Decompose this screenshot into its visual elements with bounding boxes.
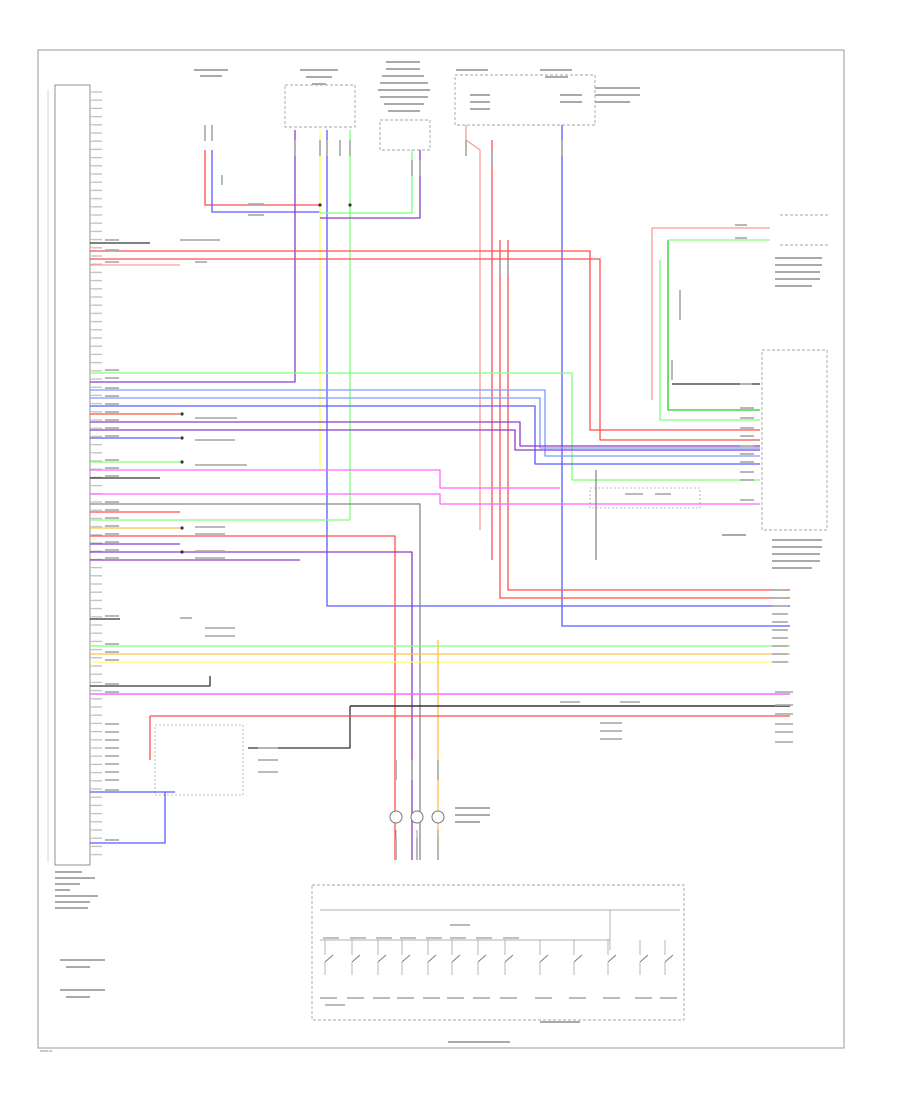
wire-gray-row (90, 503, 421, 860)
main-module-caption (55, 871, 98, 909)
wire-violet-row-4 (90, 551, 413, 860)
wire-blue-top (211, 150, 320, 213)
wire-labels (105, 125, 793, 860)
wire-mag-row-1 (90, 469, 560, 489)
figure-code: W00141 (40, 1049, 53, 1053)
wire-black-row-4 (90, 676, 211, 687)
right-module-box (761, 349, 828, 531)
top-component-left (194, 69, 228, 77)
wire-violet-row-1 (90, 421, 760, 447)
top-component-4-label (456, 69, 640, 110)
top-component-3-label (378, 61, 430, 112)
splice-dot (180, 412, 184, 416)
top-component-box-3 (379, 119, 431, 151)
wire-red-3 (499, 240, 790, 599)
splice-dot (348, 203, 352, 207)
wire-lblue-row-2 (90, 397, 760, 449)
notes-legend (60, 959, 105, 998)
splice-dot (180, 526, 184, 530)
splice-dot (318, 203, 322, 207)
wire-red-4 (507, 240, 790, 591)
bottom-component-box (311, 884, 685, 1021)
wire-red-row-6 (90, 535, 396, 860)
wire-green-row-1 (90, 372, 760, 481)
wire-green-right-2 (667, 240, 760, 411)
wire-blue-row-5 (90, 792, 166, 844)
wire-green-right-1 (659, 260, 760, 421)
right-module-label (722, 534, 822, 569)
wire-black-bus-drop (248, 706, 351, 749)
connector-group-bottom (389, 807, 490, 824)
wire-violet-1 (90, 130, 296, 383)
wire-blue-3 (561, 125, 790, 627)
splice-dot (180, 436, 184, 440)
splice-dot (180, 460, 184, 464)
splice-dot (180, 550, 184, 554)
wire-violet-row-2 (90, 429, 760, 451)
bottom-switch-array (320, 909, 680, 1006)
bottom-component-label (448, 1021, 580, 1043)
top-component-box-4 (454, 74, 596, 126)
wire-mag-row-2 (90, 493, 760, 505)
wire-lblue-row-1 (90, 389, 760, 457)
main-module-pin-ticks (47, 90, 102, 862)
wire-red-row-2 (90, 258, 760, 441)
wire-blue-2 (326, 130, 790, 607)
wire-blue-row-1 (90, 405, 760, 465)
wire-red-top (204, 150, 320, 206)
right-component-1 (775, 214, 830, 287)
wire-harness (90, 125, 790, 860)
main-module-box (54, 84, 91, 866)
diagram-frame (37, 49, 845, 1049)
top-component-2-label (300, 69, 338, 85)
wire-red-row-1 (90, 250, 760, 431)
wire-pink-top (465, 125, 481, 530)
